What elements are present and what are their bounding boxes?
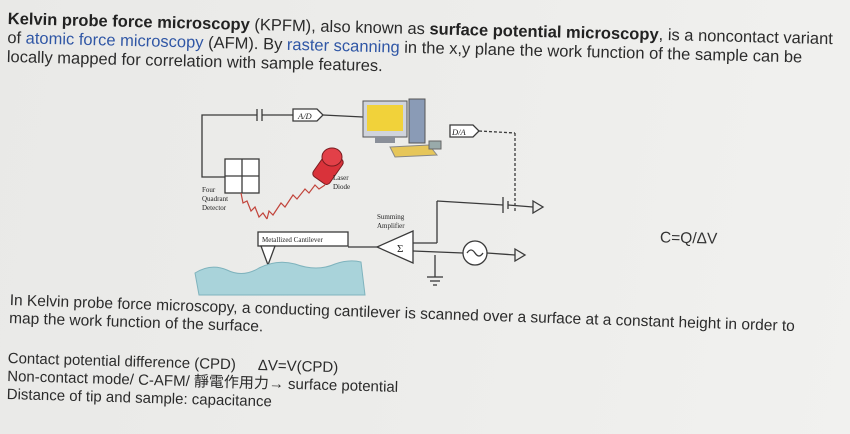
sample-surface xyxy=(194,260,366,296)
laser-beam-out xyxy=(240,192,268,220)
amplifier-label-1: Summing xyxy=(377,213,405,221)
wire-top-left xyxy=(201,114,257,165)
ad-label: A/D xyxy=(297,111,313,121)
intro-text-1: , also known as xyxy=(310,17,430,39)
laser-beam-in xyxy=(266,184,326,220)
computer-icon xyxy=(362,98,442,158)
amplifier-label-2: Amplifier xyxy=(377,222,405,230)
laser-diode xyxy=(312,147,344,185)
cpd-formula: ΔV=V(CPD) xyxy=(257,356,339,377)
kpfm-diagram: A/D D/A Four Quadrant Detector Laser Dio… xyxy=(194,98,545,296)
kpfm-abbr: (KPFM) xyxy=(249,15,312,36)
intro-paragraph: Kelvin probe force microscopy (KPFM), al… xyxy=(7,10,848,88)
ad-converter xyxy=(292,108,324,122)
summing-amplifier xyxy=(375,229,414,265)
cantilever-label: Metallized Cantilever xyxy=(262,236,324,244)
da-label: D/A xyxy=(451,127,467,137)
laser-label-1: Laser xyxy=(333,174,349,182)
intro-text-3: (AFM). By xyxy=(203,33,288,54)
laser-label-2: Diode xyxy=(333,183,350,191)
cantilever xyxy=(257,231,349,247)
facts-list: Contact potential difference (CPD)ΔV=V(C… xyxy=(6,350,399,415)
capacitance-formula: C=Q/ΔV xyxy=(659,229,718,248)
raster-scanning-link[interactable]: raster scanning xyxy=(286,35,400,57)
detector-label-1: Four xyxy=(202,186,216,194)
sigma-symbol: Σ xyxy=(397,243,403,255)
tip xyxy=(260,245,276,267)
detector-label-2: Quadrant xyxy=(202,195,228,203)
detector-label-3: Detector xyxy=(202,204,227,212)
da-converter xyxy=(449,124,480,138)
description-paragraph: In Kelvin probe force microscopy, a cond… xyxy=(8,292,796,336)
